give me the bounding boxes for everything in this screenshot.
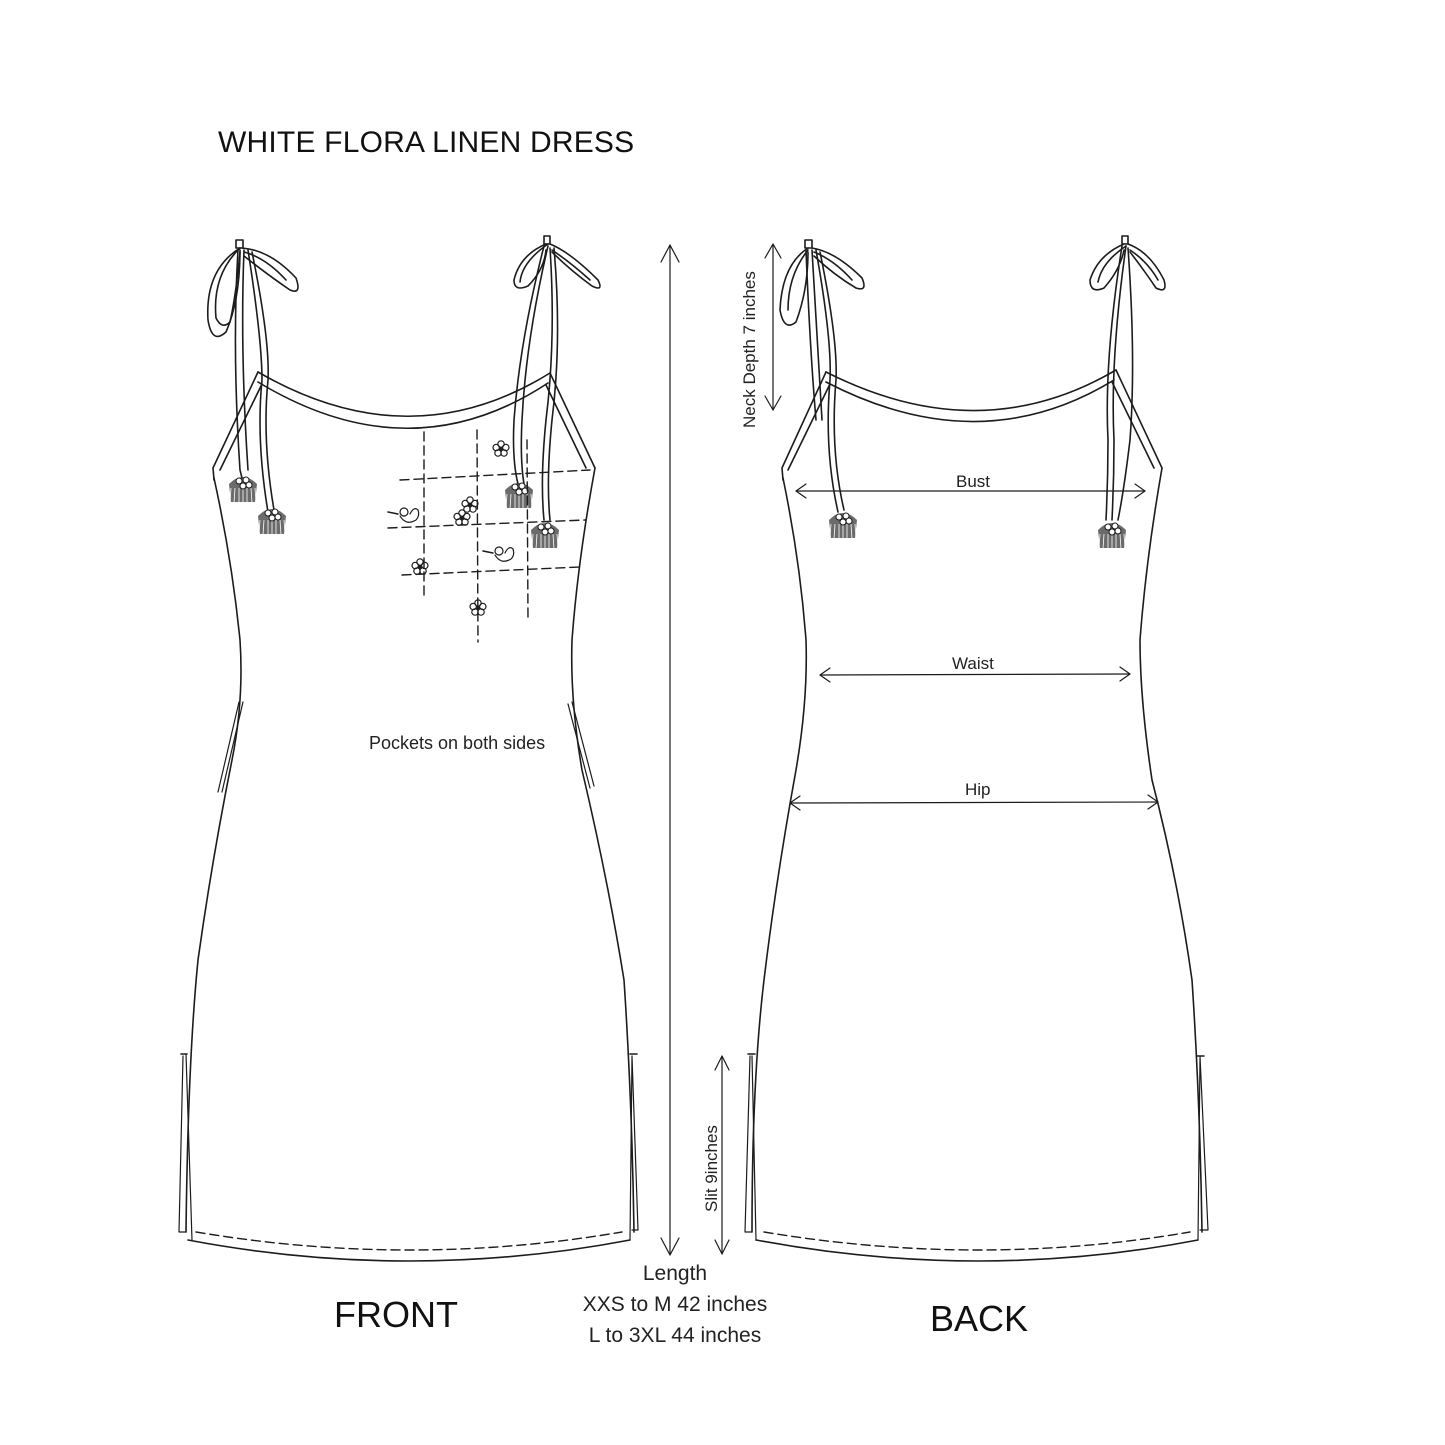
neck-depth-measure-arrow: [764, 243, 782, 411]
bust-measure-arrow: [795, 483, 1146, 499]
back-dress-drawing: [744, 235, 1209, 1262]
pockets-annotation: Pockets on both sides: [369, 733, 546, 753]
waist-measure-arrow: [819, 666, 1131, 683]
page-title: WHITE FLORA LINEN DRESS: [218, 126, 635, 159]
front-dress-drawing: [178, 235, 639, 1262]
waist-label: Waist: [952, 654, 994, 673]
length-measure-arrow: [660, 244, 680, 1256]
back-view-label: BACK: [930, 1298, 1029, 1339]
slit-length-label: Slit 9inches: [702, 1125, 721, 1212]
length-label: Length: [642, 1262, 708, 1285]
front-view-label: FRONT: [334, 1294, 458, 1335]
length-spec: Length XXS to M 42 inches L to 3XL 44 in…: [560, 1258, 790, 1351]
neck-depth-label: Neck Depth 7 inches: [740, 271, 759, 428]
length-spec-small-sizes: XXS to M 42 inches: [582, 1293, 768, 1316]
length-spec-large-sizes: L to 3XL 44 inches: [588, 1324, 762, 1347]
hip-measure-arrow: [789, 794, 1159, 811]
hip-label: Hip: [965, 780, 991, 799]
slit-measure-arrow: [714, 1055, 730, 1255]
bust-label: Bust: [956, 472, 991, 491]
